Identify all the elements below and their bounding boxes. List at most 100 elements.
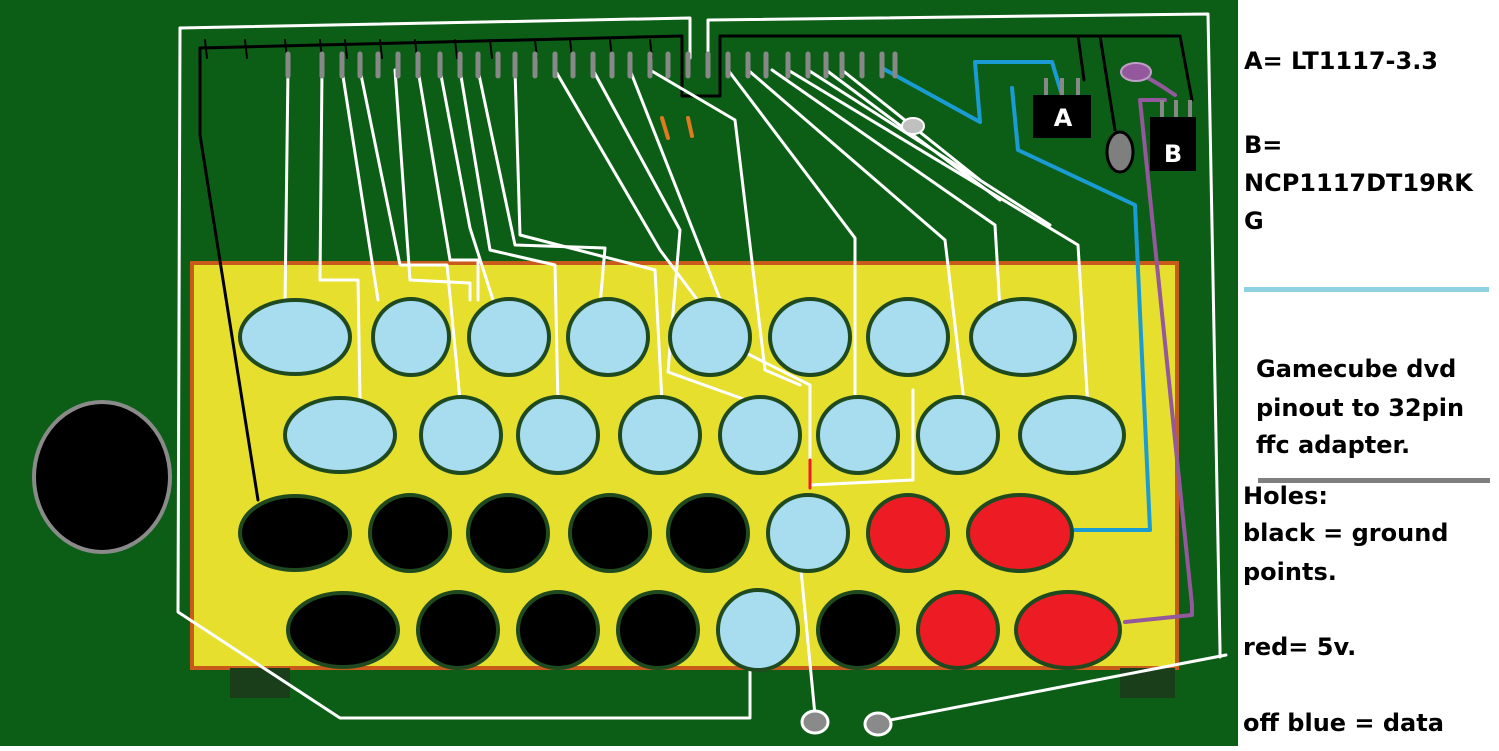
ground-hole-r4-c3 [516, 590, 600, 670]
data-hole-r1-c2 [371, 297, 451, 377]
legend-chip-a: A= LT1117-3.3 [1244, 47, 1439, 75]
trace-border-bottom-left [176, 26, 752, 720]
trace-data-4 [358, 68, 462, 402]
chip-a [1033, 95, 1091, 138]
legend-holes-red: red= 5v. [1243, 633, 1357, 661]
legend-holes-heading: Holes: [1243, 482, 1328, 510]
trace-data-14 [648, 68, 802, 387]
legend-divider-blue [1244, 287, 1489, 292]
legend-holes-black-2: points. [1243, 558, 1337, 586]
legend-divider-grey [1258, 478, 1490, 483]
data-hole-r1-c3 [467, 297, 551, 377]
pad-bottom-right [863, 711, 893, 737]
trace-data-16 [746, 68, 967, 412]
data-hole-r1-c7 [866, 297, 950, 377]
ground-hole-r4-c6 [816, 590, 900, 670]
data-hole-r2-c2 [419, 395, 503, 475]
data-hole-r2-c7 [916, 395, 1000, 475]
ground-hole-r3-c4 [568, 493, 652, 573]
trace-border-bottom-right [878, 653, 1228, 724]
ground-hole-r3-c1 [238, 494, 352, 572]
trace-data-6 [416, 68, 480, 302]
pad-purple [1120, 62, 1152, 82]
trace-data-10 [513, 68, 664, 404]
legend-chip-b-part: NCP1117DT19RK [1244, 169, 1473, 197]
legend-holes-black-1: black = ground [1243, 519, 1449, 547]
trace-data-22 [798, 558, 817, 717]
trace-3v3-out [1010, 86, 1152, 532]
trace-ground-chip-a [1076, 34, 1086, 82]
legend-panel: A= LT1117-3.3 B= NCP1117DT19RK G Gamecub… [1238, 0, 1499, 746]
data-hole-r1-c8 [969, 297, 1077, 377]
ground-hole-r4-c1 [286, 591, 400, 669]
trace-data-17 [770, 68, 1002, 312]
data-hole-r2-c8 [1018, 395, 1126, 475]
resistor-mark-left [660, 116, 670, 140]
data-hole-r2-c6 [816, 395, 900, 475]
ground-hole-r4-c2 [416, 590, 500, 670]
trace-data-11 [553, 68, 707, 312]
pcb-board: A B [0, 0, 1238, 746]
data-hole-r1-c6 [768, 297, 852, 377]
ground-hole-r3-c5 [666, 493, 750, 573]
ground-hole-r4-c4 [616, 590, 700, 670]
trace-ground-tap-6 [379, 39, 383, 59]
legend-title-3: ffc adapter. [1256, 431, 1411, 459]
legend-chip-b-suffix: G [1244, 207, 1264, 235]
trace-data-3 [340, 68, 380, 302]
trace-ground-tap-1 [204, 39, 208, 59]
trace-ground-drop [198, 46, 260, 502]
ffc-pin-row [285, 51, 898, 79]
data-hole-r3-c6 [766, 493, 850, 573]
legend-chip-b-prefix: B= [1244, 131, 1283, 159]
trace-border-top-left [178, 16, 692, 60]
connector-holes [238, 297, 1126, 672]
components-layer [800, 62, 1196, 737]
trace-3v3-in [880, 60, 1064, 124]
trace-data-15 [726, 68, 857, 414]
data-hole-r2-c1 [283, 396, 397, 474]
trace-1v9-top [1141, 73, 1177, 97]
ground-hole-r3-c3 [466, 493, 550, 573]
traces-layer [176, 12, 1228, 724]
trace-data-7 [438, 68, 495, 302]
mounting-hole [32, 400, 172, 554]
ground-hole-r3-c2 [368, 493, 452, 573]
trace-data-1 [283, 68, 290, 307]
chip-b-label: B [1164, 140, 1182, 168]
chip-a-label: A [1054, 104, 1073, 132]
data-hole-r4-c5 [716, 588, 800, 672]
legend-holes-blue: off blue = data [1243, 709, 1444, 737]
data-hole-r2-c5 [718, 395, 802, 475]
trace-ground-tap-5 [344, 39, 348, 59]
capacitor [1105, 130, 1135, 174]
trace-border-right [706, 12, 1222, 659]
power-hole-r4-c8 [1014, 590, 1122, 670]
power-hole-r3-c7 [866, 493, 950, 573]
trace-ground-tap-2 [244, 39, 248, 59]
pad-bottom-left [800, 709, 830, 735]
trace-ground-tap-8 [454, 39, 458, 59]
power-hole-r4-c7 [916, 590, 1000, 670]
power-hole-r3-c8 [966, 493, 1074, 573]
trace-ground-bus [198, 34, 684, 64]
trace-data-8 [458, 68, 560, 407]
legend-title-2: pinout to 32pin [1256, 394, 1465, 422]
legend-title-1: Gamecube dvd [1256, 355, 1457, 383]
data-hole-r1-c4 [566, 297, 650, 377]
trace-data-12 [591, 68, 762, 407]
trace-ground-cap [1098, 34, 1117, 132]
trace-ground-tap-9 [489, 39, 493, 59]
trace-data-18 [786, 68, 1090, 410]
trace-data-5 [393, 68, 472, 302]
data-hole-r1-c1 [238, 298, 352, 376]
data-hole-r2-c4 [618, 395, 702, 475]
trace-data-2 [318, 68, 362, 402]
data-hole-r1-c5 [668, 297, 752, 377]
data-hole-r2-c3 [516, 395, 600, 475]
pad-test [901, 117, 925, 135]
chip-b [1150, 117, 1196, 171]
trace-1v9-down [1123, 98, 1194, 624]
connector-foot-left [230, 668, 290, 698]
